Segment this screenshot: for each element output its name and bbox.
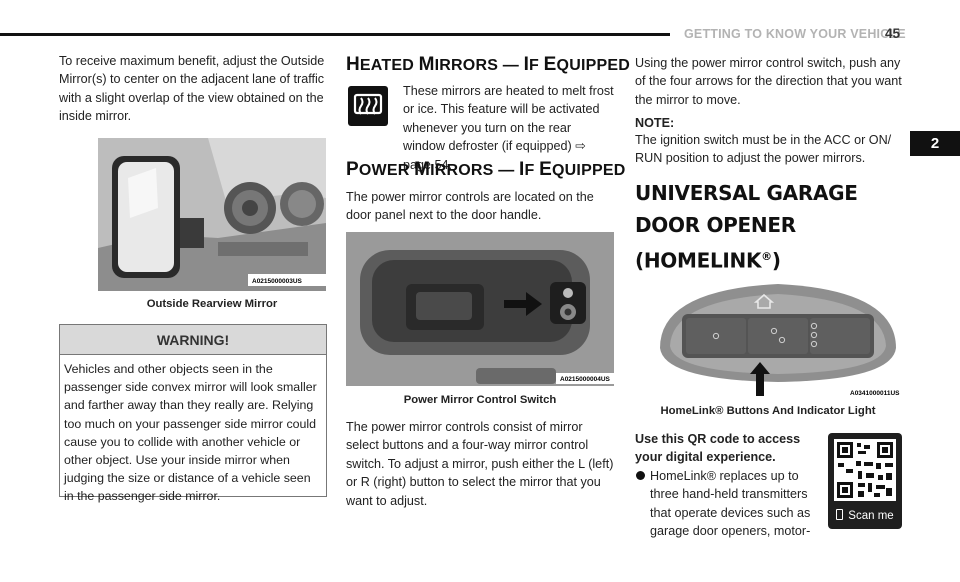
scan-me-label: Scan me [828,509,902,522]
phone-icon [836,509,844,520]
note-label: NOTE: [635,116,675,130]
page-number: 45 [885,26,901,41]
page-reference-link[interactable]: page 54. [403,157,453,172]
rear-defrost-icon [348,86,388,126]
switch-instructions: Using the power mirror control switch, p… [635,56,902,107]
figure-caption-1: Outside Rearview Mirror [146,298,278,310]
homelink-heading: UNIVERSAL GARAGE DOOR OPENER (HOMELINK®) [635,181,858,273]
chapter-tab: 2 [910,131,960,156]
power-mirrors-heading: POWER MIRRORS — IF EQUIPPED [346,159,626,180]
figure-id-2: A0215000004US [560,376,611,383]
homelink-bullet-text: HomeLink® replaces up to three hand-held… [650,469,811,539]
figure-caption-3: HomeLink® Buttons And Indicator Light [660,405,876,417]
heated-mirrors-text: These mirrors are heated to melt frost o… [403,84,614,172]
figure-id-3: A0341000011US [850,390,900,397]
power-mirrors-text: The power mirror controls are located on… [346,190,594,223]
mirror-controls-text: The power mirror controls consist of mir… [346,420,614,508]
homelink-figure: A0341000011US [652,276,904,400]
page-ref-arrow-icon: ⇨ [575,139,586,154]
warning-box: WARNING! Vehicles and other objects seen… [59,324,327,503]
heated-mirrors-heading: HEATED MIRRORS — IF EQUIPPED [346,54,630,75]
intro-paragraph: To receive maximum benefit, adjust the O… [59,54,325,124]
figure-id-1: A0215000003US [252,278,303,285]
warning-title: WARNING! [60,325,326,355]
running-header: GETTING TO KNOW YOUR VEHICLE [684,27,906,41]
figure-caption-2: Power Mirror Control Switch [403,394,557,406]
power-mirror-figure: A0215000004US [346,232,614,386]
warning-text: Vehicles and other objects seen in the p… [64,362,317,504]
outside-mirror-figure: A0215000003US [98,138,326,291]
qr-code-card[interactable]: Scan me [828,433,902,529]
header-rule [0,33,670,36]
note-text: The ignition switch must be in the ACC o… [635,133,892,166]
qr-code-icon [834,439,896,501]
qr-instructions: Use this QR code to access your digital … [635,432,801,465]
bullet-icon [636,471,645,480]
